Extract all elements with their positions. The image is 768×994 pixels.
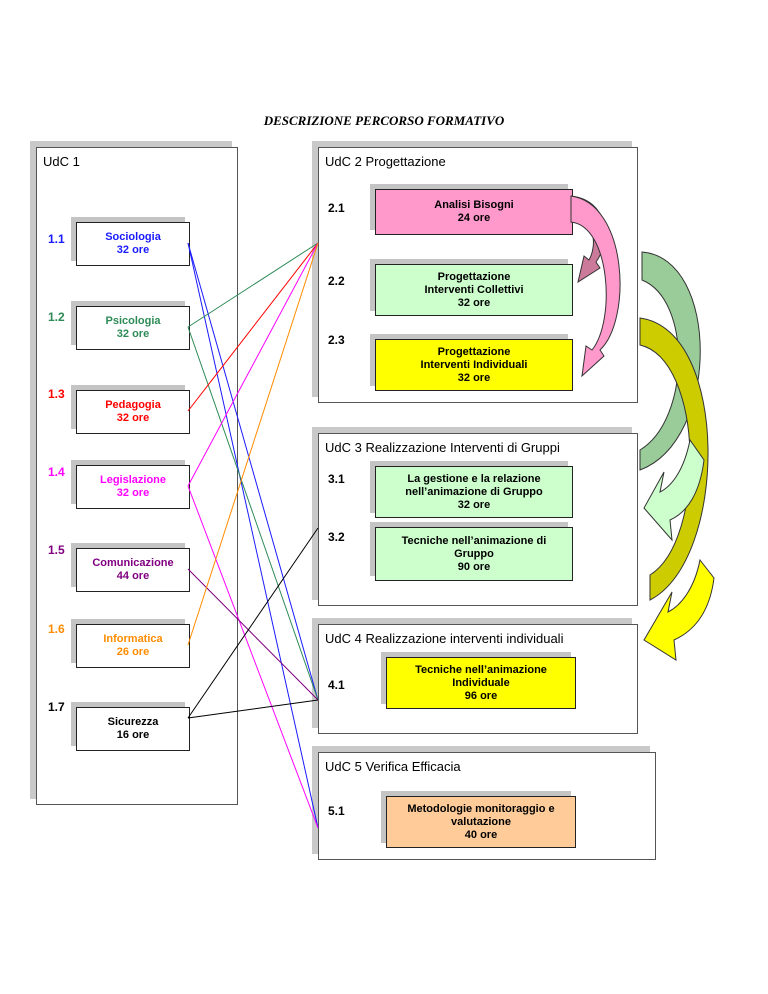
arrow-to-udc4 bbox=[643, 558, 715, 661]
green-arc bbox=[639, 251, 701, 471]
item-metodologie-monitoraggio: Metodologie monitoraggio e valutazione 4… bbox=[386, 796, 576, 848]
module-pedagogia-name: Pedagogia bbox=[105, 399, 161, 411]
module-psicologia-name: Psicologia bbox=[105, 315, 161, 327]
module-number-1-3: 1.3 bbox=[48, 387, 65, 401]
module-sicurezza-name: Sicurezza bbox=[107, 716, 159, 728]
udc5-title: UdC 5 Verifica Efficacia bbox=[325, 759, 461, 774]
module-number-1-1: 1.1 bbox=[48, 232, 65, 246]
item-number-2-1: 2.1 bbox=[328, 201, 345, 215]
item-gestione-relazione: La gestione e la relazione nell’animazio… bbox=[375, 466, 573, 518]
item-number-3-1: 3.1 bbox=[328, 472, 345, 486]
udc2-title: UdC 2 Progettazione bbox=[325, 154, 446, 169]
arrow-to-udc3 bbox=[643, 438, 705, 542]
module-number-1-7: 1.7 bbox=[48, 700, 65, 714]
item-analisi-bisogni: Analisi Bisogni 24 ore bbox=[375, 189, 573, 235]
item-tecniche-gruppo: Tecniche nell’animazione di Gruppo 90 or… bbox=[375, 527, 573, 581]
item-number-3-2: 3.2 bbox=[328, 530, 345, 544]
item-progettazione-individuali: Progettazione Interventi Individuali 32 … bbox=[375, 339, 573, 391]
module-number-1-2: 1.2 bbox=[48, 310, 65, 324]
item-number-2-2: 2.2 bbox=[328, 274, 345, 288]
module-psicologia-hours: 32 ore bbox=[116, 328, 150, 340]
module-comunicazione-name: Comunicazione bbox=[92, 557, 174, 569]
module-number-1-6: 1.6 bbox=[48, 622, 65, 636]
item-number-5-1: 5.1 bbox=[328, 804, 345, 818]
module-informatica-name: Informatica bbox=[103, 633, 163, 645]
olive-arc bbox=[639, 317, 709, 601]
udc4-title: UdC 4 Realizzazione interventi individua… bbox=[325, 631, 564, 646]
module-sociologia-hours: 32 ore bbox=[116, 244, 150, 256]
page-title: DESCRIZIONE PERCORSO FORMATIVO bbox=[263, 113, 505, 128]
module-informatica-hours: 26 ore bbox=[116, 646, 150, 658]
module-pedagogia-hours: 32 ore bbox=[116, 412, 150, 424]
module-legislazione-name: Legislazione bbox=[99, 474, 167, 486]
module-number-1-4: 1.4 bbox=[48, 465, 65, 479]
item-number-4-1: 4.1 bbox=[328, 678, 345, 692]
item-tecniche-individuale: Tecniche nell’animazione Individuale 96 … bbox=[386, 657, 576, 709]
item-number-2-3: 2.3 bbox=[328, 333, 345, 347]
udc1-title: UdC 1 bbox=[43, 154, 80, 169]
module-sociologia-name: Sociologia bbox=[105, 231, 161, 243]
module-legislazione-hours: 32 ore bbox=[116, 487, 150, 499]
udc3-title: UdC 3 Realizzazione Interventi di Gruppi bbox=[325, 440, 560, 455]
item-progettazione-collettivi: Progettazione Interventi Collettivi 32 o… bbox=[375, 264, 573, 316]
module-sicurezza-hours: 16 ore bbox=[116, 729, 150, 741]
module-comunicazione-hours: 44 ore bbox=[116, 570, 150, 582]
module-number-1-5: 1.5 bbox=[48, 543, 65, 557]
